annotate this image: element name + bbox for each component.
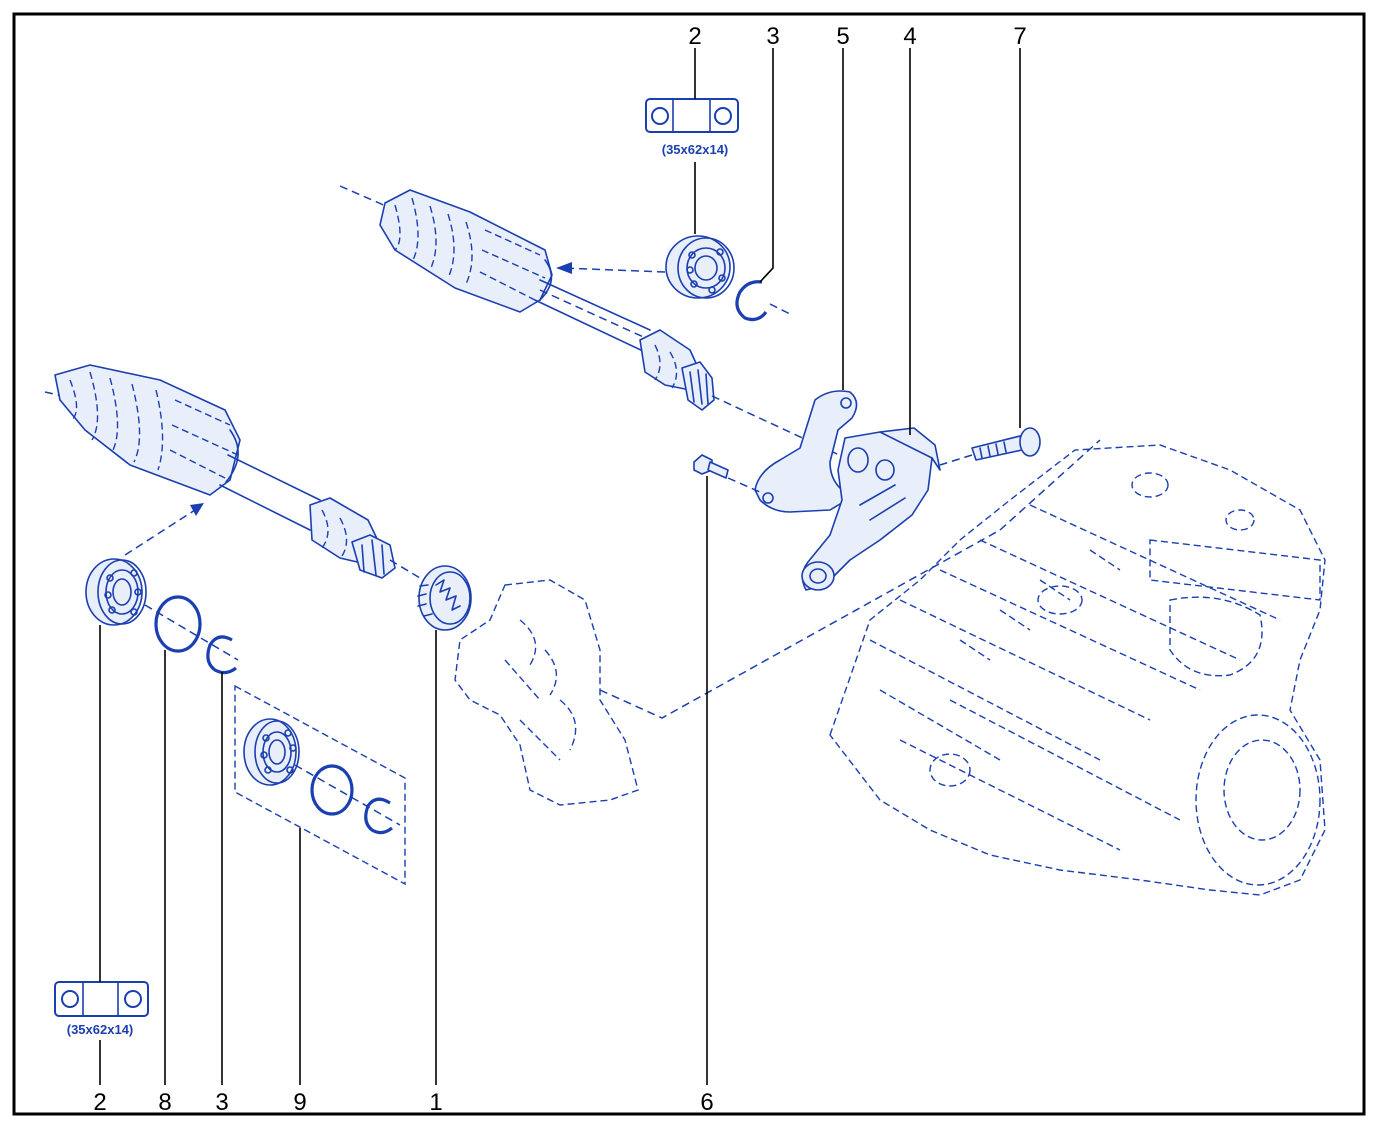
callout-top-7: 7 — [1013, 23, 1026, 50]
callout-top-3: 3 — [766, 23, 779, 50]
lower-circlip — [206, 635, 237, 675]
callout-bottom-6: 6 — [700, 1089, 713, 1116]
upper-bearing — [665, 235, 735, 299]
bearing-size-bottom: (35x62x14) — [67, 1022, 134, 1037]
callout-bottom-9: 9 — [293, 1089, 306, 1116]
lower-bearing — [85, 558, 147, 626]
bolt-small — [693, 454, 729, 479]
lower-drive-shaft — [44, 364, 441, 591]
bearing-size-top: (35x62x14) — [662, 142, 729, 157]
tone-ring — [417, 565, 472, 631]
assembly-guide-line — [599, 529, 1001, 719]
callout-bottom-3: 3 — [215, 1089, 228, 1116]
callout-bottom-2: 2 — [93, 1089, 106, 1116]
lower-snap-ring — [154, 595, 202, 653]
upper-arrow-icon — [556, 262, 572, 274]
callout-top-5: 5 — [836, 23, 849, 50]
upper-circlip — [735, 280, 768, 322]
bolt-large — [971, 427, 1041, 461]
upper-drive-shaft — [339, 185, 851, 461]
callout-top-4: 4 — [903, 23, 916, 50]
bearing-symbol-top — [645, 98, 739, 133]
callout-bottom-1: 1 — [429, 1089, 442, 1116]
callout-bottom-8: 8 — [158, 1089, 171, 1116]
bearing-support — [801, 427, 941, 591]
mount-bracket-outline — [454, 579, 639, 806]
lower-arrow-icon — [190, 503, 204, 516]
leader-lines — [99, 48, 1021, 1085]
repair-kit-group — [234, 684, 406, 886]
transmission-outline — [829, 444, 1326, 896]
callout-top-2: 2 — [688, 23, 701, 50]
bearing-symbol-bottom — [54, 981, 149, 1017]
diagram-frame — [12, 12, 1366, 1116]
bracket-plate — [754, 390, 858, 513]
